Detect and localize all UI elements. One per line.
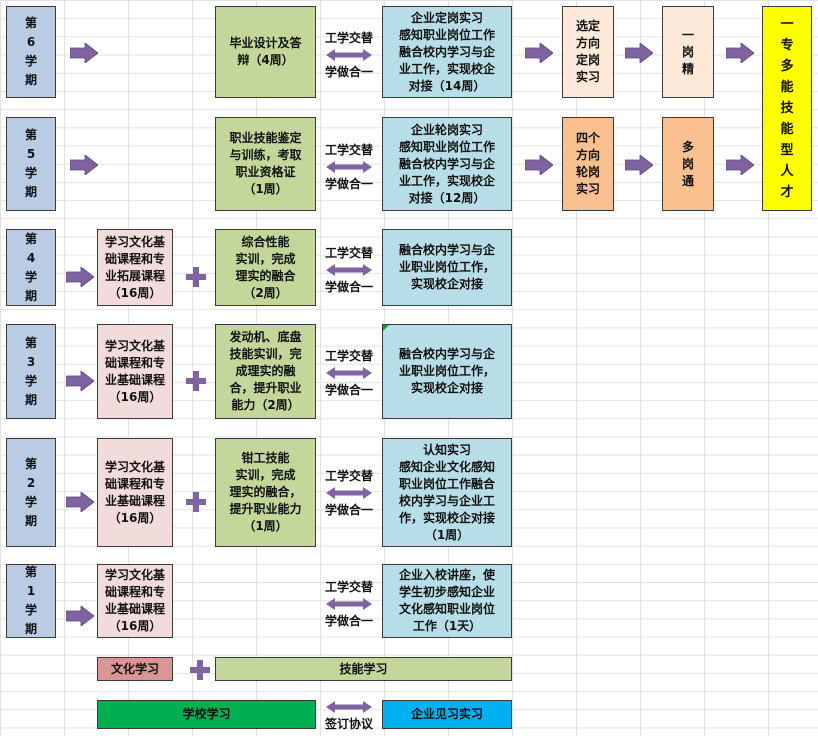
culture-course-s3: 学习文化基 础课程和专 业基础课程 （16周） [97,324,173,419]
legend-school-box: 学校学习 [97,700,316,729]
work-study-top-label: 工学交替 [324,349,373,363]
work-study-bottom-label: 学做合一 [324,503,373,517]
legend-culture-box: 文化学习 [97,657,173,681]
plus-icon [186,371,206,391]
enterprise-practice-s4: 融合校内学习与企 业职业岗位工作， 实现校企对接 [382,229,512,306]
legend-skill-box: 技能学习 [215,657,512,681]
skill-training-s3: 发动机、底盘 技能实训，完 成理实的融 合，提升职业 能力（2周） [215,324,316,419]
work-study-connector: 工学交替学做合一 [318,468,380,518]
right-arrow-icon [524,154,554,176]
cell-note-marker [383,325,389,331]
right-arrow-icon [69,154,99,176]
work-study-connector: 工学交替学做合一 [318,142,380,192]
work-study-bottom-label: 学做合一 [324,177,373,191]
plus-icon [190,660,210,680]
post-mode-s6: 一 岗 精 [662,6,714,98]
double-arrow-icon [318,264,380,276]
work-study-connector: 工学交替学做合一 [318,348,380,398]
talent-goal-box: 一 专 多 能 技 能 型 人 才 [762,6,812,211]
skill-training-s2: 钳工技能 实训，完成 理实的融合， 提升职业能力 （1周） [215,438,316,547]
internship-mode-s6: 选定 方向 定岗 实习 [562,6,614,98]
skill-training-s6: 毕业设计及答 辩（4周） [215,6,316,98]
culture-course-s4: 学习文化基 础课程和专 业拓展课程 （16周） [97,229,173,306]
semester-4-label: 第 4 学 期 [6,229,56,306]
work-study-connector: 工学交替学做合一 [318,245,380,295]
semester-1-label: 第 1 学 期 [6,564,56,638]
semester-6-label: 第 6 学 期 [6,6,56,98]
enterprise-practice-s5: 企业轮岗实习 感知职业岗位工作 融合校内学习与企 业工作，实现校企 对接（12周… [382,117,512,211]
work-study-top-label: 工学交替 [324,31,373,45]
work-study-bottom-label: 学做合一 [324,383,373,397]
double-arrow-icon [318,49,380,61]
semester-3-label: 第 3 学 期 [6,324,56,419]
plus-icon [186,267,206,287]
work-study-bottom-label: 学做合一 [324,614,373,628]
right-arrow-icon [65,605,95,627]
work-study-top-label: 工学交替 [324,469,373,483]
enterprise-practice-s2: 认知实习 感知企业文化感知 职业岗位工作融合 校内学习与企业工 作，实现校企对接… [382,438,512,547]
work-study-bottom-label: 学做合一 [324,65,373,79]
culture-course-s2: 学习文化基 础课程和专 业基础课程 （16周） [97,438,173,547]
post-mode-s5: 多 岗 通 [662,117,714,211]
enterprise-practice-s1: 企业入校讲座，使 学生初步感知企业 文化感知职业岗位 工作（1天） [382,564,512,638]
skill-training-s5: 职业技能鉴定 与训练，考取 职业资格证 （1周） [215,117,316,211]
legend-company-box: 企业见习实习 [382,700,512,729]
right-arrow-icon [524,42,554,64]
right-arrow-icon [725,42,755,64]
sign-agreement-label: 签订协议 [324,717,373,731]
work-study-connector: 工学交替学做合一 [318,579,380,629]
right-arrow-icon [65,266,95,288]
work-study-bottom-label: 学做合一 [324,280,373,294]
work-study-connector: 工学交替学做合一 [318,30,380,80]
internship-mode-s5: 四个 方向 轮岗 实习 [562,117,614,211]
work-study-top-label: 工学交替 [324,580,373,594]
right-arrow-icon [725,154,755,176]
double-arrow-icon [318,367,380,379]
work-study-top-label: 工学交替 [324,143,373,157]
enterprise-practice-s6: 企业定岗实习 感知职业岗位工作 融合校内学习与企 业工作，实现校企 对接（14周… [382,6,512,98]
double-arrow-icon [318,487,380,499]
double-arrow-icon [318,161,380,173]
double-arrow-icon [326,701,372,713]
right-arrow-icon [624,154,654,176]
right-arrow-icon [69,42,99,64]
right-arrow-icon [65,370,95,392]
skill-training-s4: 综合性能 实训，完成 理实的融合 （2周） [215,229,316,306]
culture-course-s1: 学习文化基 础课程和专 业基础课程 （16周） [97,564,173,638]
plus-icon [186,492,206,512]
semester-2-label: 第 2 学 期 [6,438,56,547]
sign-agreement-connector: 签订协议 [318,698,380,732]
right-arrow-icon [65,491,95,513]
semester-5-label: 第 5 学 期 [6,117,56,211]
right-arrow-icon [624,42,654,64]
enterprise-practice-s3: 融合校内学习与企 业职业岗位工作， 实现校企对接 [382,324,512,419]
work-study-top-label: 工学交替 [324,246,373,260]
double-arrow-icon [318,598,380,610]
